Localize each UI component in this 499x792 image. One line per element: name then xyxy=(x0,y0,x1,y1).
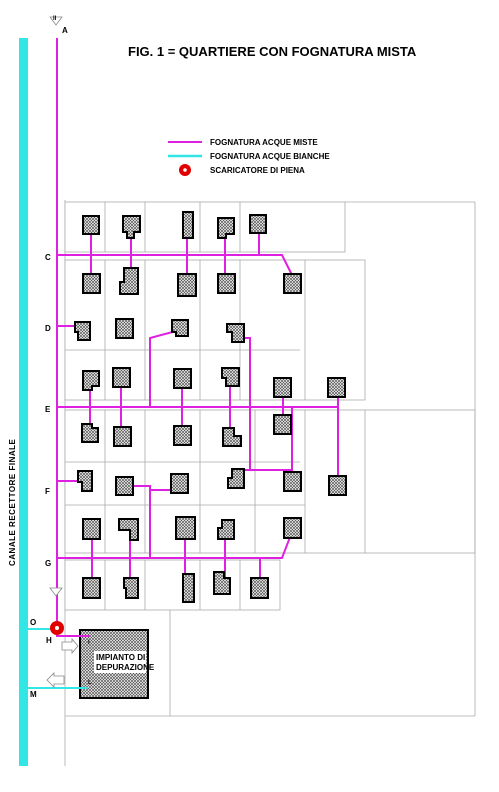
node-label-h: H xyxy=(46,636,52,645)
legend-white-label: FOGNATURA ACQUE BIANCHE xyxy=(210,152,330,161)
receiving-canal xyxy=(19,38,28,766)
building xyxy=(81,423,99,443)
building xyxy=(177,273,197,297)
flow-arrow-icon xyxy=(61,637,79,655)
building xyxy=(221,367,240,387)
legend: FOGNATURA ACQUE MISTE FOGNATURA ACQUE BI… xyxy=(168,138,330,176)
block-row-2 xyxy=(64,259,366,401)
legend-overflow-dot xyxy=(183,168,187,172)
building xyxy=(283,471,302,492)
building xyxy=(173,425,192,446)
building xyxy=(227,468,245,489)
node-label-a: A xyxy=(62,26,68,35)
plant-label-line2: DEPURAZIONE xyxy=(96,663,155,672)
building xyxy=(226,323,245,343)
node-label-a-top: II xyxy=(53,16,57,22)
node-label-f: F xyxy=(45,487,50,496)
building xyxy=(273,414,292,435)
building xyxy=(213,571,231,595)
building xyxy=(173,368,192,389)
building xyxy=(115,318,134,339)
overflow-weir-center xyxy=(55,626,59,630)
buildings xyxy=(74,211,347,603)
building xyxy=(115,476,134,496)
canal-label: CANALE RECETTORE FINALE xyxy=(8,438,17,566)
building xyxy=(327,377,346,398)
node-label-g: G xyxy=(45,559,51,568)
building xyxy=(328,475,347,496)
node-label-l: L xyxy=(88,680,92,686)
building xyxy=(273,377,292,398)
legend-mixed-label: FOGNATURA ACQUE MISTE xyxy=(210,138,318,147)
building xyxy=(113,426,132,447)
building xyxy=(77,470,93,492)
building xyxy=(171,319,189,337)
building xyxy=(222,427,242,447)
building xyxy=(182,211,194,239)
building xyxy=(119,267,139,295)
flow-arrow-icon xyxy=(46,672,65,688)
building xyxy=(123,577,139,599)
node-label-i: I xyxy=(88,640,90,646)
node-label-e: E xyxy=(45,405,51,414)
building xyxy=(82,518,101,540)
building xyxy=(82,577,101,599)
building xyxy=(74,321,91,341)
node-label-m: M xyxy=(30,690,37,699)
plant-label-line1: IMPIANTO DI xyxy=(96,653,145,662)
node-label-o: O xyxy=(30,618,36,627)
node-label-c: C xyxy=(45,253,51,262)
figure-title: FIG. 1 = QUARTIERE CON FOGNATURA MISTA xyxy=(128,44,417,59)
building xyxy=(175,516,196,540)
building xyxy=(82,273,101,294)
building xyxy=(249,214,267,234)
legend-overflow-label: SCARICATORE DI PIENA xyxy=(210,166,305,175)
block-row-1 xyxy=(64,201,346,253)
building xyxy=(170,473,189,494)
building xyxy=(217,217,235,239)
building xyxy=(112,367,131,388)
collector-g xyxy=(57,531,293,559)
connection xyxy=(149,329,181,407)
building xyxy=(283,273,302,294)
flow-arrow-icon xyxy=(49,16,63,26)
flow-arrow-icon xyxy=(49,587,63,597)
node-label-d: D xyxy=(45,324,51,333)
building xyxy=(217,519,235,540)
building xyxy=(82,370,100,391)
building xyxy=(182,573,195,603)
building xyxy=(82,215,100,235)
building xyxy=(217,273,236,294)
building xyxy=(250,577,269,599)
building xyxy=(118,518,139,541)
plant-label-bg xyxy=(94,651,146,673)
building xyxy=(122,215,141,239)
block-row-4 xyxy=(64,559,281,611)
building xyxy=(283,517,302,539)
